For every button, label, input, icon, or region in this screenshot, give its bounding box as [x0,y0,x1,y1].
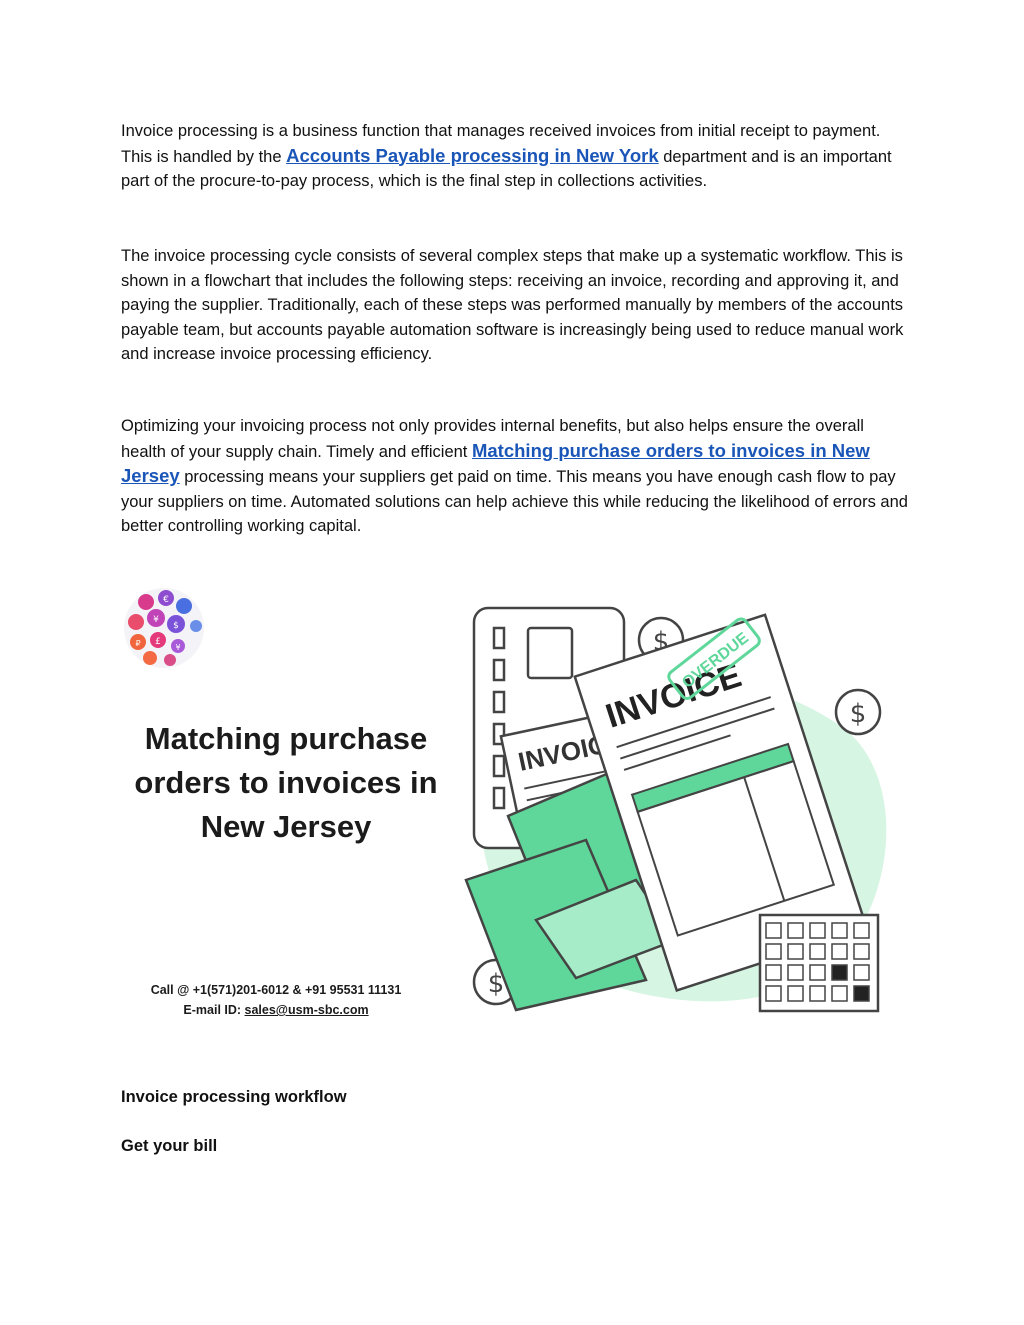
contact-phone: Call @ +1(571)201-6012 & +91 95531 11131 [150,983,402,997]
calendar-cell [853,943,870,960]
calendar-cell [765,964,782,981]
invoice-document-front: INVOICE OVERDUE [573,613,869,993]
intro-paragraph-1: Invoice processing is a business functio… [121,119,911,194]
banner-title-line-1: Matching purchase [144,721,428,756]
dollar-sign-3: $ [488,969,505,999]
contact-email-label: E-mail ID: [183,1003,245,1017]
calendar-cell [831,922,848,939]
calendar-cell [765,922,782,939]
company-logo: € ¥ $ £ ₽ ¥ [124,588,204,668]
intro-paragraph-2: The invoice processing cycle consists of… [121,247,904,363]
dollar-sign-2: $ [850,699,867,729]
banner-title-line-3: New Jersey [200,809,372,844]
banner-illustration: € ¥ $ £ ₽ ¥ [124,588,887,1013]
logo-letter-4: £ [155,637,161,647]
calendar-cell [787,985,804,1002]
calendar-cell [787,964,804,981]
p3-text-start: Optimizing your invoicing process not on… [121,417,864,461]
calendar-cell [765,985,782,1002]
calendar-cell [831,985,848,1002]
p3-text-end: processing means your suppliers get paid… [121,468,908,535]
logo-letter-2: ¥ [153,615,159,625]
calendar-cell [809,964,826,981]
matching-po-link[interactable]: Matching purchase orders to invoices in … [121,439,870,487]
calendar-cell [853,964,870,981]
calendar-icon [758,913,880,1013]
logo-letter-3: $ [173,621,179,631]
promo-banner-image: € ¥ $ £ ₽ ¥ [116,580,906,1040]
p1-text-end: department and is an important part of t… [121,147,892,191]
calendar-cell [809,922,826,939]
banner-title: Matching purchase orders to invoices in … [116,717,456,849]
contact-email-row: E-mail ID: sales@usm-sbc.com [116,1000,436,1020]
logo-letter-1: € [163,595,169,605]
intro-paragraph-3: Optimizing your invoicing process not on… [121,414,911,539]
calendar-cell [831,943,848,960]
section-heading-workflow: Invoice processing workflow [121,1088,347,1106]
calendar-cell [787,922,804,939]
section-heading-get-bill: Get your bill [121,1137,218,1155]
calendar-cell [853,985,870,1002]
logo-letter-5: ₽ [135,639,140,648]
calendar-cell [787,943,804,960]
accounts-payable-link[interactable]: Accounts Payable processing in New York [286,144,659,166]
calendar-cell [809,943,826,960]
calendar-cell [831,964,848,981]
contact-email-link[interactable]: sales@usm-sbc.com [244,1003,369,1017]
logo-letter-6: ¥ [175,643,180,652]
calendar-cell [765,943,782,960]
calendar-cell [809,985,826,1002]
banner-contact: Call @ +1(571)201-6012 & +91 95531 11131… [116,980,436,1020]
p1-text-start: Invoice processing is a business functio… [121,122,881,166]
banner-title-line-2: orders to invoices in [134,765,438,800]
calendar-cell [853,922,870,939]
